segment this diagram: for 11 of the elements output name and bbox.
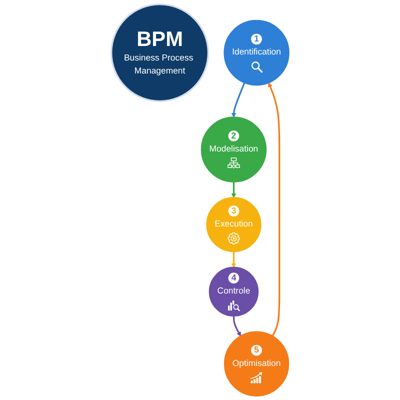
arrow	[231, 182, 236, 198]
node-circle: 2 Modelisation	[200, 116, 267, 182]
arrow	[231, 82, 246, 118]
arrow	[231, 251, 236, 268]
node-circle: 5 Optimisation	[224, 331, 290, 396]
node-circle: 3 Execution	[206, 197, 262, 252]
arrow	[268, 82, 280, 337]
arrow	[232, 316, 241, 336]
node-circle: 1 Identification	[224, 20, 290, 86]
node-circle: 4 Controle	[208, 266, 259, 317]
node-circle: BPM Business Process Management	[110, 4, 210, 102]
